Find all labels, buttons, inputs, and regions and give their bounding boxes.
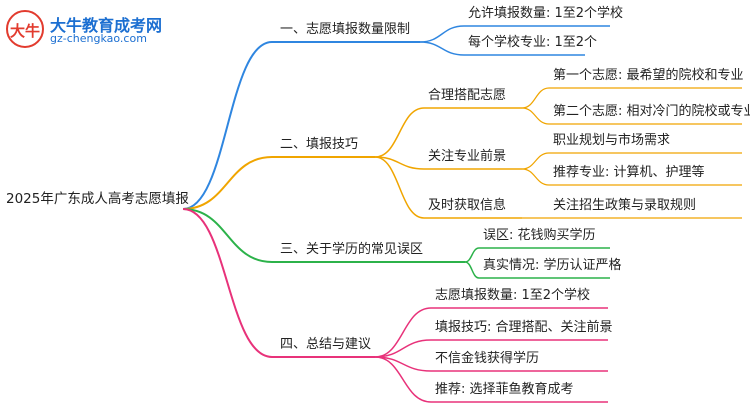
branch-2-child-connector-1 [374,107,425,158]
branch-connector-4 [182,208,273,358]
branch-2-child-1-leaf-2: 第二个志愿: 相对冷门的院校或专业 [553,104,750,119]
branch-2-child-1-leaf-1: 第一个志愿: 最希望的院校和专业 [553,68,744,83]
branch-3-child-1: 误区: 花钱购买学历 [483,228,596,243]
root-topic: 2025年广东成人高考志愿填报 [6,191,189,207]
branch-2-child-2-leaf-1: 职业规划与市场需求 [553,133,671,148]
logo-title: 大牛教育成考网 [50,16,163,35]
branch-4-child-connector-1 [374,307,432,358]
branch-3-child-2: 真实情况: 学历认证严格 [483,258,622,273]
logo-url: gz-chengkao.com [50,32,147,45]
branch-2-child-3-leaf-1: 关注招生政策与录取规则 [553,198,697,213]
logo: 大牛 大牛教育成考网 gz-chengkao.com [6,10,206,50]
branch-4-child-connector-4 [374,356,432,403]
branch-label-2: 二、填报技巧 [280,137,359,152]
branch-label-1: 一、志愿填报数量限制 [280,22,411,37]
branch-2-child-1: 合理搭配志愿 [428,88,507,103]
branch-label-4: 四、总结与建议 [280,337,372,352]
branch-connector-3 [182,208,273,263]
branch-1-child-1: 允许填报数量: 1至2个学校 [468,6,624,21]
branch-2-child-2-leaf-connector-2 [521,168,550,186]
logo-badge-icon: 大牛 [6,10,44,48]
branch-4-child-4: 推荐: 选择菲鱼教育成考 [435,382,574,397]
branch-connector-2 [182,156,273,210]
branch-3-child-connector-2 [464,261,480,279]
branch-connector-1 [182,41,273,210]
branch-2-child-1-leaf-connector-1 [521,87,550,109]
branch-2-child-2-leaf-connector-1 [521,152,550,170]
branch-1-child-connector-1 [419,25,465,43]
branch-1-child-2: 每个学校专业: 1至2个 [468,35,598,50]
branch-2-child-2-leaf-2: 推荐专业: 计算机、护理等 [553,165,705,180]
branch-label-3: 三、关于学历的常见误区 [280,242,424,257]
branch-2-child-3: 及时获取信息 [428,198,507,213]
branch-4-child-1: 志愿填报数量: 1至2个学校 [435,288,591,303]
branch-4-child-3: 不信金钱获得学历 [435,351,540,366]
branch-3-child-connector-1 [464,247,480,263]
branch-1-child-connector-2 [419,41,465,56]
branch-2-child-connector-3 [374,156,425,219]
branch-2-child-2: 关注专业前景 [428,149,507,164]
branch-4-child-connector-2 [374,339,432,358]
branch-2-child-1-leaf-connector-2 [521,107,550,125]
branch-4-child-2: 填报技巧: 合理搭配、关注前景 [435,320,613,335]
